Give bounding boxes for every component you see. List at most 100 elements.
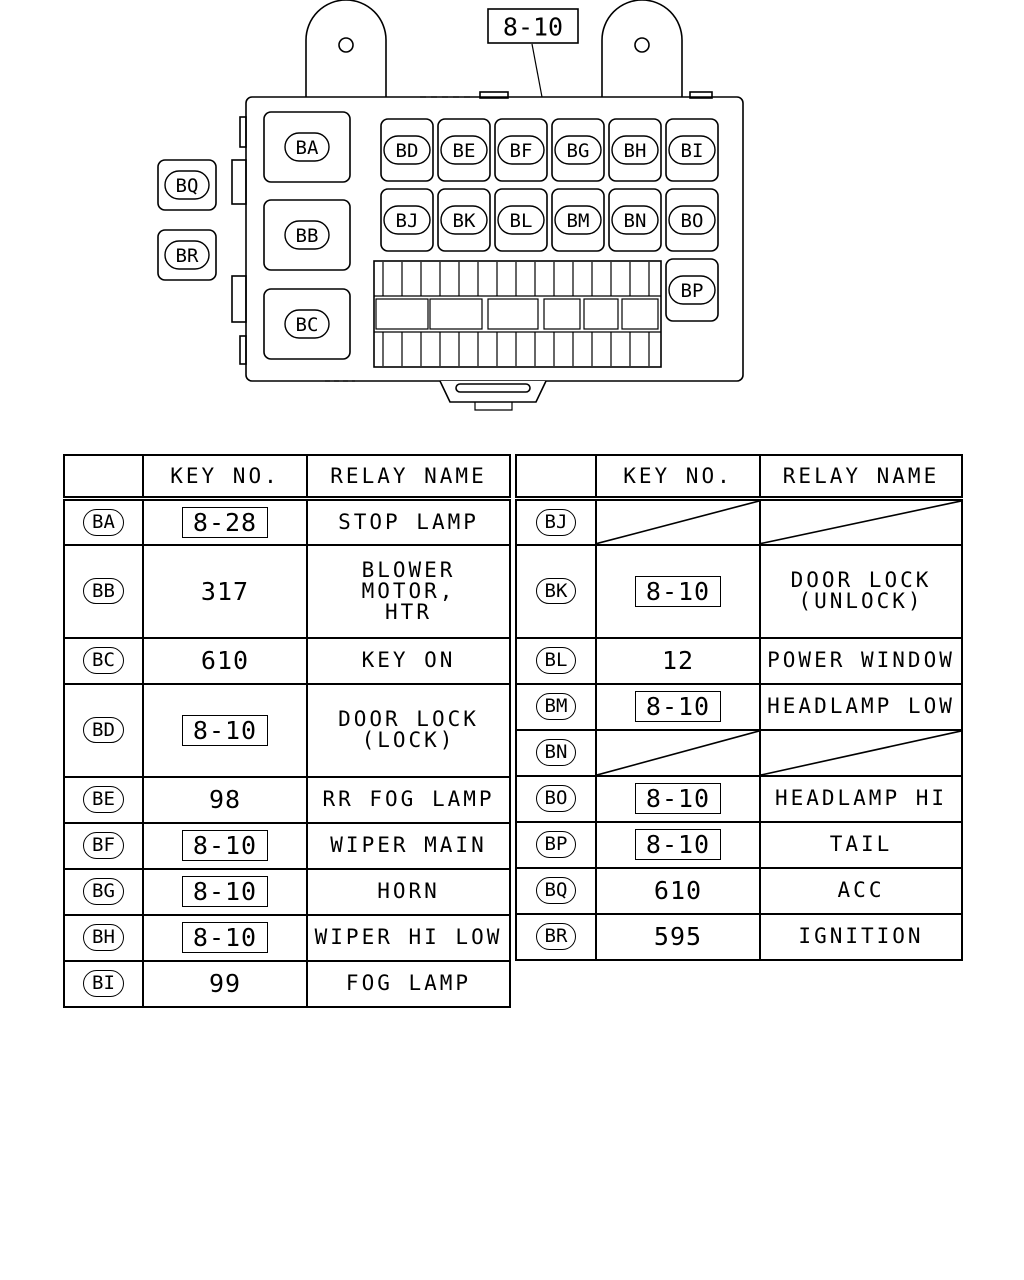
relay-bp: BP (665, 258, 719, 322)
row-code-cell: BP (515, 820, 597, 869)
relay-name-cell: DOOR LOCK (UNLOCK) (759, 543, 963, 639)
row-code-cell: BH (63, 913, 144, 962)
slot-code-label: BE (453, 140, 476, 162)
relay-name-cell (759, 497, 963, 546)
slot-code-label: BK (453, 210, 476, 232)
key-no-cell: 8-10 (595, 543, 761, 639)
key-no-cell: 99 (142, 959, 308, 1008)
left-mount-ear (305, 0, 387, 97)
key-no-cell: 98 (142, 775, 308, 824)
row-code-cell: BM (515, 682, 597, 731)
key-ref-box: 8-10 (181, 922, 269, 953)
empty-cell-slash (761, 501, 961, 544)
fuse-block (373, 260, 662, 368)
right-mount-ear (601, 0, 683, 97)
slot-br: BR (157, 229, 217, 281)
relay-name-cell (759, 728, 963, 777)
row-code-cell: BI (63, 959, 144, 1008)
relay-code-badge: BN (535, 739, 577, 766)
relay-code-badge: BG (83, 878, 124, 905)
key-no-cell (595, 497, 761, 546)
header-code-cell (515, 454, 597, 501)
relay-name-cell: ACC (759, 866, 963, 915)
key-no-cell: 8-28 (142, 497, 308, 546)
slot-code-label: BO (681, 210, 704, 232)
table-row: BA 8-28 STOP LAMP (63, 497, 511, 546)
key-ref-box: 8-28 (181, 506, 269, 538)
relay-bi: BI (665, 118, 719, 182)
callout-key-box: 8-10 (487, 8, 579, 44)
row-code-cell: BR (515, 912, 597, 961)
table-row: BJ (515, 497, 963, 546)
relay-code-badge: BL (535, 647, 577, 674)
key-no-cell: 8-10 (595, 774, 761, 823)
empty-cell-slash (761, 731, 961, 775)
relay-bn: BN (608, 188, 662, 252)
key-no-cell: 8-10 (142, 867, 308, 916)
relay-name-cell: POWER WINDOW (759, 636, 963, 685)
row-code-cell: BO (515, 774, 597, 823)
table-row: BN (515, 728, 963, 777)
relay-name-cell: BLOWER MOTOR, HTR (306, 543, 511, 639)
relay-bd: BD (380, 118, 434, 182)
row-code-cell: BE (63, 775, 144, 824)
relay-code-badge: BM (535, 693, 577, 720)
relay-bc: BC (263, 288, 351, 360)
relay-name-cell: IGNITION (759, 912, 963, 961)
relay-bm: BM (551, 188, 605, 252)
row-code-cell: BK (515, 543, 597, 639)
key-no-cell: 317 (142, 543, 308, 639)
relay-code-badge: BK (535, 577, 577, 605)
slot-code-label: BP (681, 280, 704, 302)
slot-code-label: BN (624, 210, 647, 232)
relay-name-cell: DOOR LOCK (LOCK) (306, 682, 511, 778)
relay-ba: BA (263, 111, 351, 183)
relay-code-badge: BE (83, 786, 124, 813)
key-no-cell: 8-10 (142, 913, 308, 962)
table-header-row: KEY NO.RELAY NAME (63, 454, 511, 501)
row-code-cell: BB (63, 543, 144, 639)
table-row: BK 8-10 DOOR LOCK (UNLOCK) (515, 543, 963, 639)
header-key-no: KEY NO. (142, 454, 308, 501)
callout-key-text: 8-10 (503, 13, 563, 42)
slot-code-label: BG (567, 140, 590, 162)
relay-code-badge: BF (83, 832, 124, 859)
relay-name-cell: KEY ON (306, 636, 511, 685)
relay-code-badge: BC (83, 647, 124, 674)
relay-code-badge: BJ (535, 508, 577, 536)
header-code-cell (63, 454, 144, 501)
table-row: BL 12 POWER WINDOW (515, 636, 963, 685)
relay-name-cell: WIPER MAIN (306, 821, 511, 870)
body-side-tabs (231, 116, 247, 365)
relay-code-badge: BQ (535, 877, 577, 904)
key-no-cell: 8-10 (595, 682, 761, 731)
row-code-cell: BA (63, 497, 144, 546)
table-row: BH 8-10 WIPER HI LOW (63, 913, 511, 962)
relay-name-cell: WIPER HI LOW (306, 913, 511, 962)
relay-code-badge: BO (535, 785, 577, 812)
slot-bq: BQ (157, 159, 217, 211)
slot-code-label: BI (681, 140, 704, 162)
key-no-cell: 8-10 (595, 820, 761, 869)
key-number: 12 (661, 646, 695, 675)
relay-name-cell: STOP LAMP (306, 497, 511, 546)
relay-bk: BK (437, 188, 491, 252)
relay-bj: BJ (380, 188, 434, 252)
key-ref-box: 8-10 (634, 691, 722, 722)
key-number: 98 (208, 785, 242, 814)
key-ref-box: 8-10 (634, 575, 722, 607)
key-number: 317 (200, 576, 250, 606)
key-no-cell (595, 728, 761, 777)
bottom-latch (439, 380, 547, 411)
relay-code-badge: BD (83, 716, 124, 744)
key-ref-box: 8-10 (181, 714, 269, 746)
empty-cell-slash (597, 731, 759, 775)
table-row: BD 8-10 DOOR LOCK (LOCK) (63, 682, 511, 778)
empty-cell-slash (597, 501, 759, 544)
